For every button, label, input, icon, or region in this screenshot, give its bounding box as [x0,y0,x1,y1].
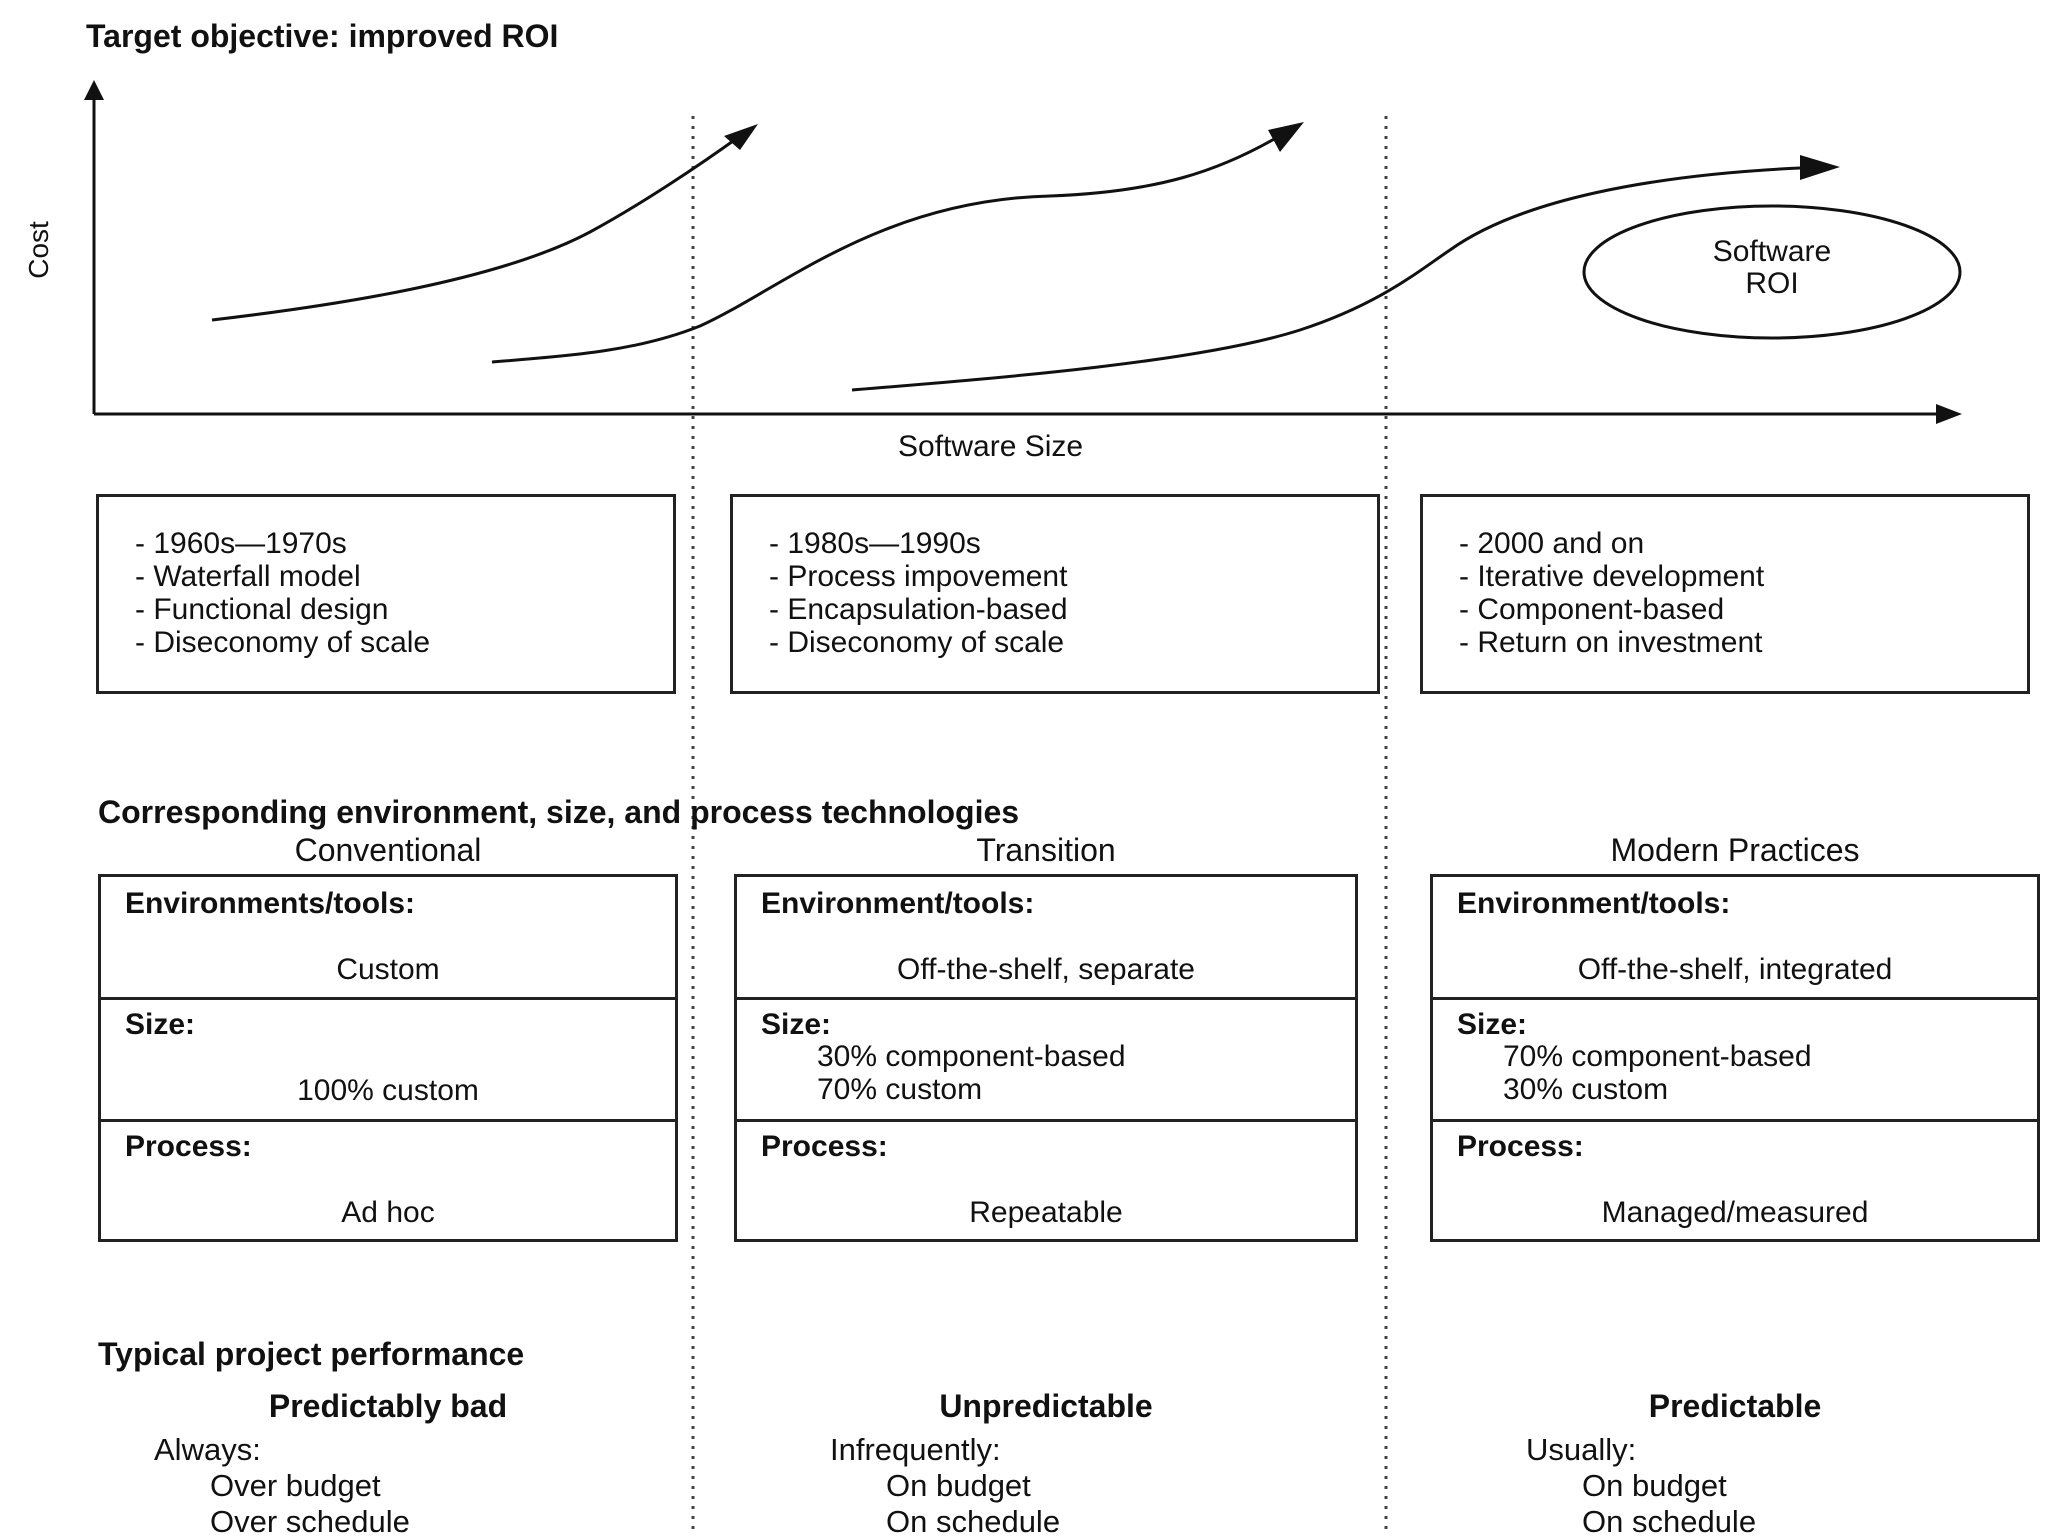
era-line: - Process impovement [769,560,1068,593]
size-line: 70% custom [817,1073,983,1106]
era-line: - Waterfall model [135,560,361,593]
performance-conventional: Always: Over budget Over schedule [154,1432,410,1540]
size-label: Size: [761,1008,832,1041]
environment-cell: Environments/tools: Custom [101,877,675,997]
performance-item: On budget [1582,1468,1727,1503]
era-line: - Return on investment [1459,626,1763,659]
performance-title-conventional: Predictably bad [268,1388,508,1424]
performance-title-modern: Predictable [1648,1388,1822,1424]
era-box-conventional: - 1960s—1970s - Waterfall model - Functi… [96,494,676,694]
environment-label: Environments/tools: [125,887,416,920]
process-cell: Process: Ad hoc [101,1119,675,1242]
era-line: - 1980s—1990s [769,527,981,560]
tech-table-modern: Environment/tools: Off-the-shelf, integr… [1430,874,2040,1242]
size-line: 30% custom [1503,1073,1669,1106]
size-line: 30% component-based [817,1040,1126,1073]
performance-title-transition: Unpredictable [939,1388,1153,1424]
era-line: - Functional design [135,593,389,626]
era-line: - Diseconomy of scale [769,626,1065,659]
performance-transition: Infrequently: On budget On schedule [830,1432,1060,1540]
software-roi-line-2: ROI [1745,267,1799,300]
process-value: Managed/measured [1601,1196,1869,1229]
performance-item: Over schedule [210,1504,410,1539]
column-title-conventional: Conventional [294,832,482,868]
process-value: Repeatable [969,1196,1123,1229]
size-lines: 70% component-based 30% custom [1503,1040,1812,1106]
software-roi-callout [1582,204,1962,340]
process-cell: Process: Repeatable [737,1119,1355,1242]
era-line: - 1960s—1970s [135,527,347,560]
era-line: - Encapsulation-based [769,593,1068,626]
era-line: - Diseconomy of scale [135,626,431,659]
environment-value: Custom [336,953,440,986]
column-title-transition: Transition [976,832,1116,868]
era-line: - Iterative development [1459,560,1765,593]
column-title-modern: Modern Practices [1610,832,1860,868]
size-label: Size: [125,1008,196,1041]
x-axis-arrowhead [1936,404,1962,424]
cost-curve-3-arrowhead [1800,155,1840,180]
environment-cell: Environment/tools: Off-the-shelf, separa… [737,877,1355,997]
cost-curve-1 [211,134,741,322]
performance-qualifier: Always: [154,1432,261,1467]
performance-item: On budget [886,1468,1031,1503]
performance-modern: Usually: On budget On schedule [1526,1432,1756,1540]
software-roi-line-1: Software [1712,235,1832,268]
x-axis-label: Software Size [898,430,1084,463]
era-line: - 2000 and on [1459,527,1645,560]
size-line: 70% component-based [1503,1040,1812,1073]
environment-cell: Environment/tools: Off-the-shelf, integr… [1433,877,2037,997]
environment-label: Environment/tools: [761,887,1035,920]
size-cell: Size: 30% component-based 70% custom [737,997,1355,1122]
performance-qualifier: Infrequently: [830,1432,1001,1467]
size-label: Size: [1457,1008,1528,1041]
environment-label: Environment/tools: [1457,887,1731,920]
cost-curve-2-arrowhead [1268,122,1304,152]
tech-table-transition: Environment/tools: Off-the-shelf, separa… [734,874,1358,1242]
tech-table-conventional: Environments/tools: Custom Size: 100% cu… [98,874,678,1242]
era-box-transition: - 1980s—1990s - Process impovement - Enc… [730,494,1380,694]
process-value: Ad hoc [341,1196,435,1229]
process-label: Process: [761,1130,888,1163]
environment-value: Off-the-shelf, integrated [1577,953,1893,986]
cost-curve-3 [851,166,1801,392]
process-label: Process: [125,1130,252,1163]
y-axis-label: Cost [23,221,54,279]
performance-qualifier: Usually: [1526,1432,1637,1467]
era-box-modern: - 2000 and on - Iterative development - … [1420,494,2030,694]
cost-curve-2 [491,136,1277,364]
performance-item: On schedule [886,1504,1061,1539]
software-roi-label: Software ROI [1620,236,1924,300]
era-line: - Component-based [1459,593,1725,626]
size-value: 100% custom [297,1074,479,1107]
diagram-title: Target objective: improved ROI [86,18,559,54]
process-label: Process: [1457,1130,1584,1163]
technologies-heading: Corresponding environment, size, and pro… [98,794,1020,830]
y-axis-arrowhead [84,80,104,100]
size-cell: Size: 100% custom [101,997,675,1122]
performance-heading: Typical project performance [98,1336,525,1372]
size-lines: 30% component-based 70% custom [817,1040,1126,1106]
cost-curve-1-arrowhead [724,124,758,150]
process-cell: Process: Managed/measured [1433,1119,2037,1242]
performance-item: On schedule [1582,1504,1757,1539]
performance-item: Over budget [210,1468,381,1503]
environment-value: Off-the-shelf, separate [897,953,1195,986]
size-cell: Size: 70% component-based 30% custom [1433,997,2037,1122]
